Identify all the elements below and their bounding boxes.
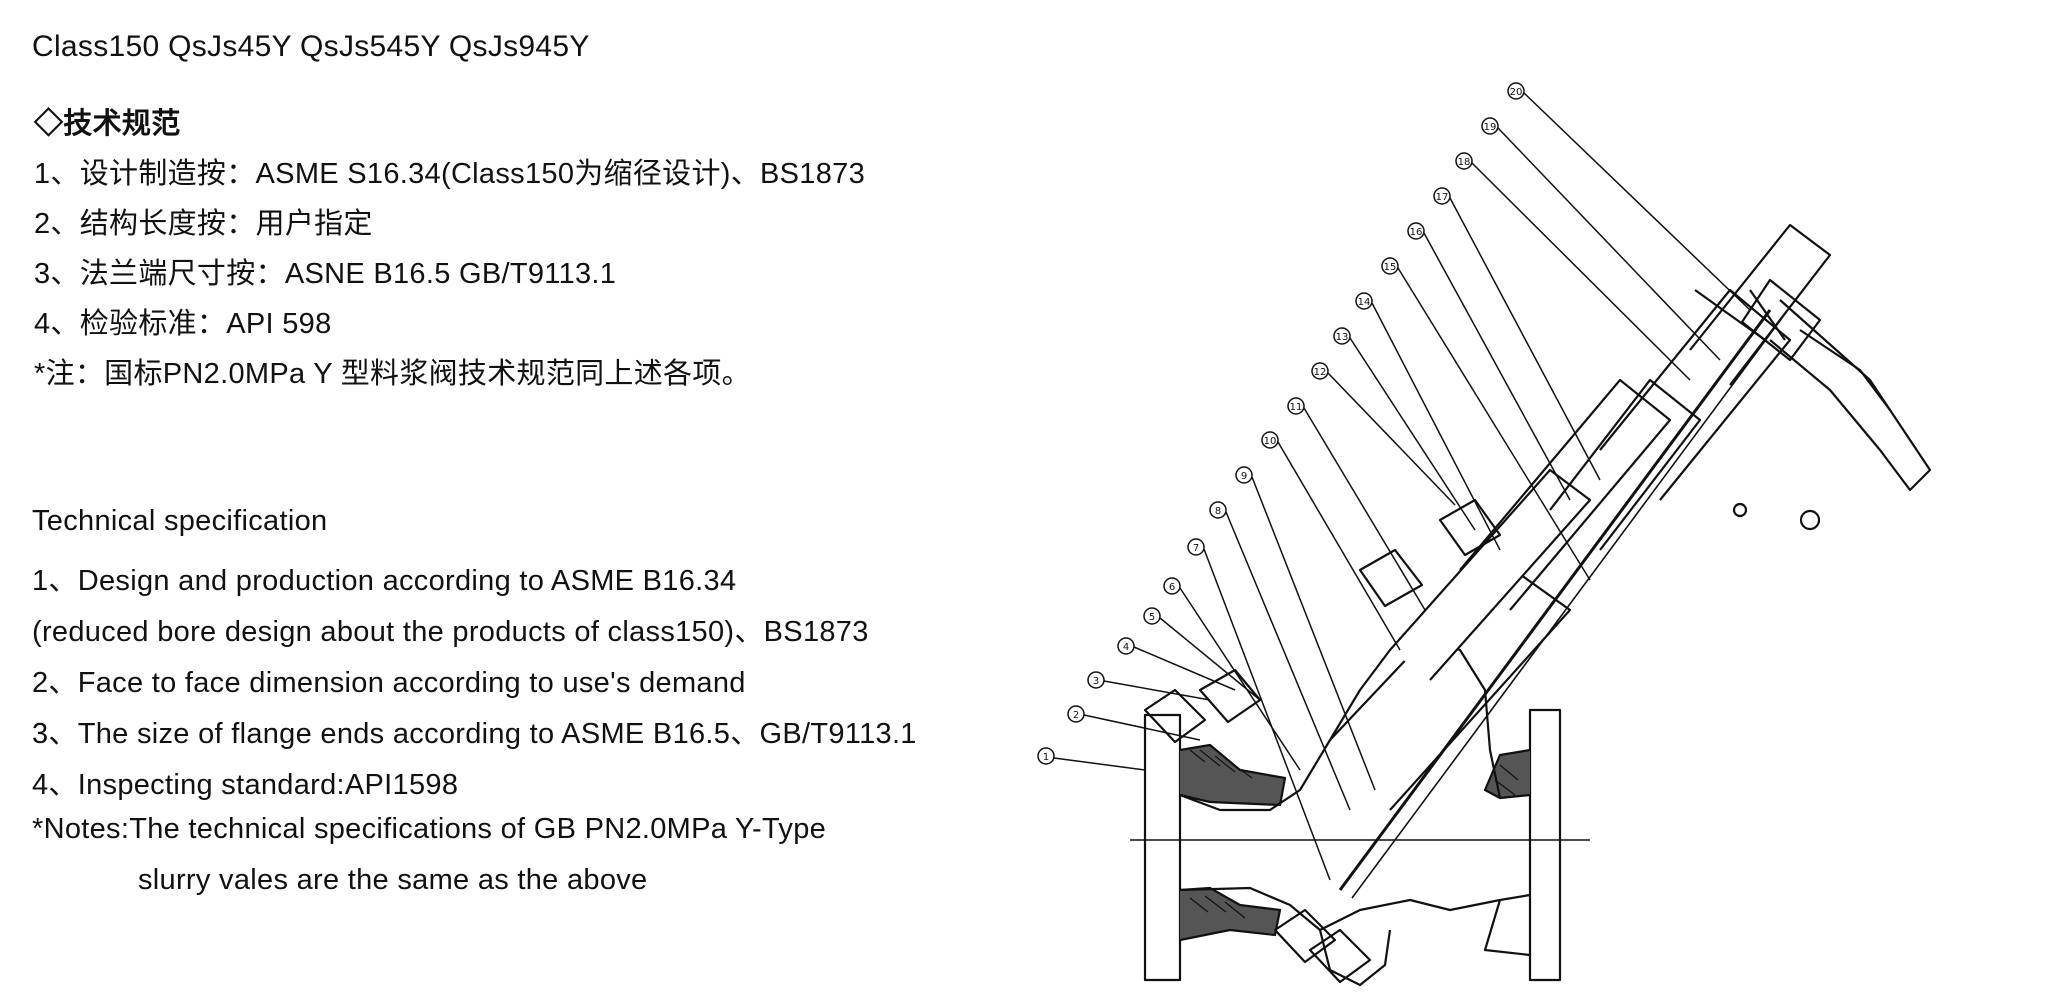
callout-number: 11 (1290, 402, 1303, 413)
callout-circle (1209, 501, 1227, 519)
page-title: Class150 QsJs45Y QsJs545Y QsJs945Y (32, 30, 590, 63)
callout-number: 12 (1314, 367, 1327, 378)
callout-number: 3 (1093, 676, 1099, 687)
en-spec-line: 4、Inspecting standard:API1598 (32, 769, 459, 801)
callout-number: 20 (1510, 87, 1523, 98)
cn-spec-line: 1、设计制造按：ASME S16.34(Class150为缩径设计)、BS187… (34, 158, 865, 190)
cn-spec-line: 2、结构长度按：用户指定 (34, 208, 373, 240)
packing (1358, 548, 1424, 608)
en-spec-note: *Notes:The technical specifications of G… (32, 813, 827, 845)
callout-circle (1433, 187, 1451, 205)
en-spec-heading: Technical specification (32, 505, 328, 537)
callout-circle (1087, 671, 1105, 689)
cn-spec-heading: ◇技术规范 (34, 108, 181, 140)
callout-circle (1143, 607, 1161, 625)
en-spec-note-continued: slurry vales are the same as the above (138, 864, 648, 896)
callout-circle (1235, 466, 1253, 484)
cn-spec-line: 4、检验标准：API 598 (34, 308, 332, 340)
yoke (1599, 288, 1792, 501)
valve-body (1179, 638, 1502, 812)
right-flange (1528, 708, 1562, 982)
callout-number: 8 (1215, 506, 1221, 517)
cn-spec-note: *注：国标PN2.0MPa Y 型料浆阀技术规范同上述各项。 (34, 358, 751, 390)
callout-number: 16 (1410, 227, 1423, 238)
callout-circle (1287, 397, 1305, 415)
callout-circle (1407, 222, 1425, 240)
en-spec-line: 2、Face to face dimension according to us… (32, 667, 746, 699)
callout-circle (1507, 82, 1525, 100)
callout-number: 19 (1484, 122, 1497, 133)
callout-number: 4 (1123, 642, 1129, 653)
callout-circle (1067, 705, 1085, 723)
callout-circle (1333, 327, 1351, 345)
callout-circle (1455, 152, 1473, 170)
callout-circle (1261, 431, 1279, 449)
en-spec-line: 1、Design and production according to ASM… (32, 565, 737, 597)
callout-circle (1381, 257, 1399, 275)
bolt-nut (1143, 688, 1207, 744)
callout-number: 5 (1149, 612, 1155, 623)
left-flange (1143, 713, 1182, 982)
callout-number: 10 (1264, 436, 1277, 447)
callout-circle (1037, 747, 1055, 765)
callout-circle (1311, 362, 1329, 380)
callout-number: 1 (1043, 752, 1049, 763)
pin (1799, 509, 1821, 531)
valve-cross-section-diagram: 1 2 3 4 5 6 7 8 9 10 11 12 13 14 15 16 1… (1037, 82, 1932, 987)
callout-circle (1117, 637, 1135, 655)
cn-spec-line: 3、法兰端尺寸按：ASNE B16.5 GB/T9113.1 (34, 258, 617, 290)
callout-circle (1481, 117, 1499, 135)
callout-number: 2 (1073, 710, 1079, 721)
handle-lever (1769, 299, 1932, 492)
callout-number: 14 (1358, 297, 1371, 308)
handwheel-nut (1740, 278, 1822, 362)
callout-number: 18 (1458, 157, 1471, 168)
callout-number: 15 (1384, 262, 1397, 273)
callout-number: 7 (1193, 543, 1199, 554)
en-spec-line: 3、The size of flange ends according to A… (32, 718, 917, 750)
callout-circle (1163, 577, 1181, 595)
bolt-nut (1273, 908, 1337, 964)
callout-number: 6 (1169, 582, 1175, 593)
callout-number: 17 (1436, 192, 1449, 203)
callout-circle (1187, 538, 1205, 556)
callout-circle (1355, 292, 1373, 310)
stem (1338, 309, 1772, 891)
callout-number: 9 (1241, 471, 1247, 482)
en-spec-line: (reduced bore design about the products … (32, 616, 869, 648)
callout-number: 13 (1336, 332, 1349, 343)
